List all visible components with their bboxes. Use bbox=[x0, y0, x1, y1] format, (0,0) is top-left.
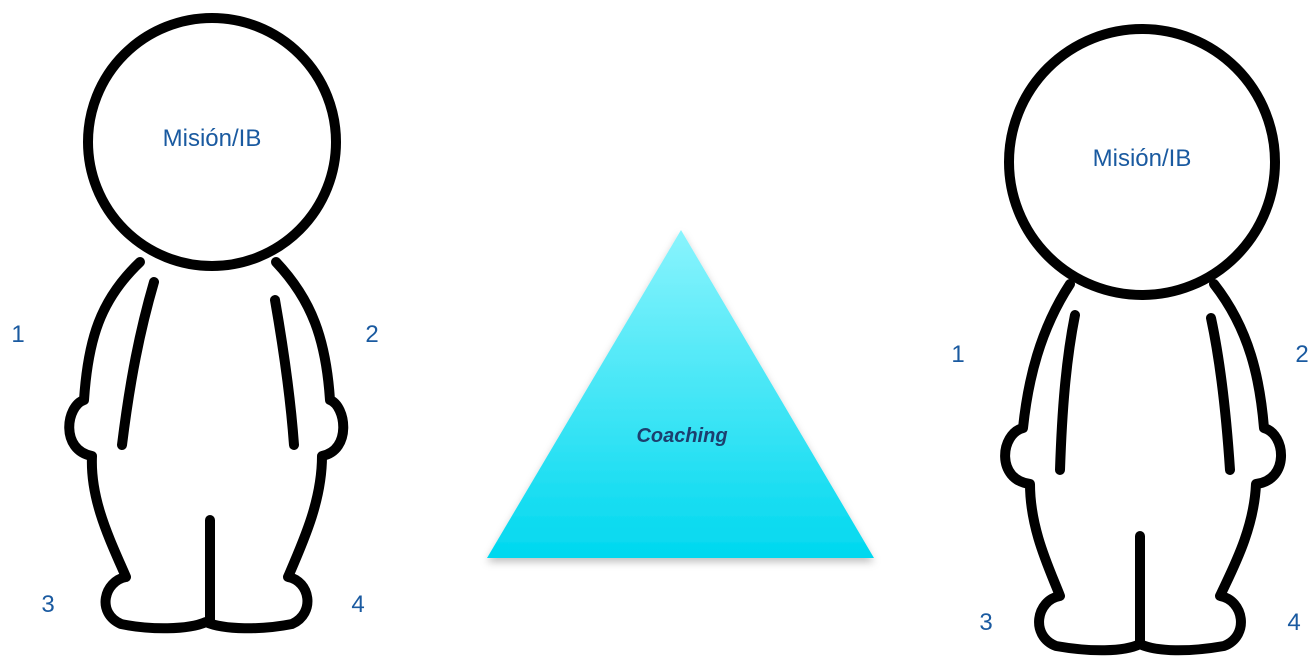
marker-4: 4 bbox=[351, 591, 364, 618]
coaching-triangle-group: Coaching bbox=[487, 230, 874, 558]
marker-1: 1 bbox=[11, 321, 24, 348]
coaching-triangle bbox=[487, 230, 874, 558]
coaching-label: Coaching bbox=[636, 425, 727, 447]
marker-2: 2 bbox=[1295, 341, 1308, 368]
marker-4: 4 bbox=[1287, 609, 1300, 636]
head-label: Misión/IB bbox=[163, 125, 262, 152]
person-outline bbox=[64, 13, 349, 634]
person-arm-right bbox=[270, 295, 299, 450]
marker-3: 3 bbox=[979, 609, 992, 636]
marker-2: 2 bbox=[365, 321, 378, 348]
person-arm-left bbox=[117, 277, 159, 450]
marker-1: 1 bbox=[951, 341, 964, 368]
person-figure-left: Misión/IB 1 2 3 4 bbox=[11, 13, 379, 634]
person-head bbox=[83, 13, 341, 271]
marker-3: 3 bbox=[41, 591, 54, 618]
head-label: Misión/IB bbox=[1093, 145, 1192, 172]
person-head bbox=[1004, 24, 1280, 300]
person-figure-right: Misión/IB 1 2 3 4 bbox=[951, 24, 1309, 656]
person-arm-left bbox=[1055, 310, 1080, 475]
person-arm-right bbox=[1206, 313, 1235, 475]
person-outline bbox=[1000, 24, 1286, 656]
